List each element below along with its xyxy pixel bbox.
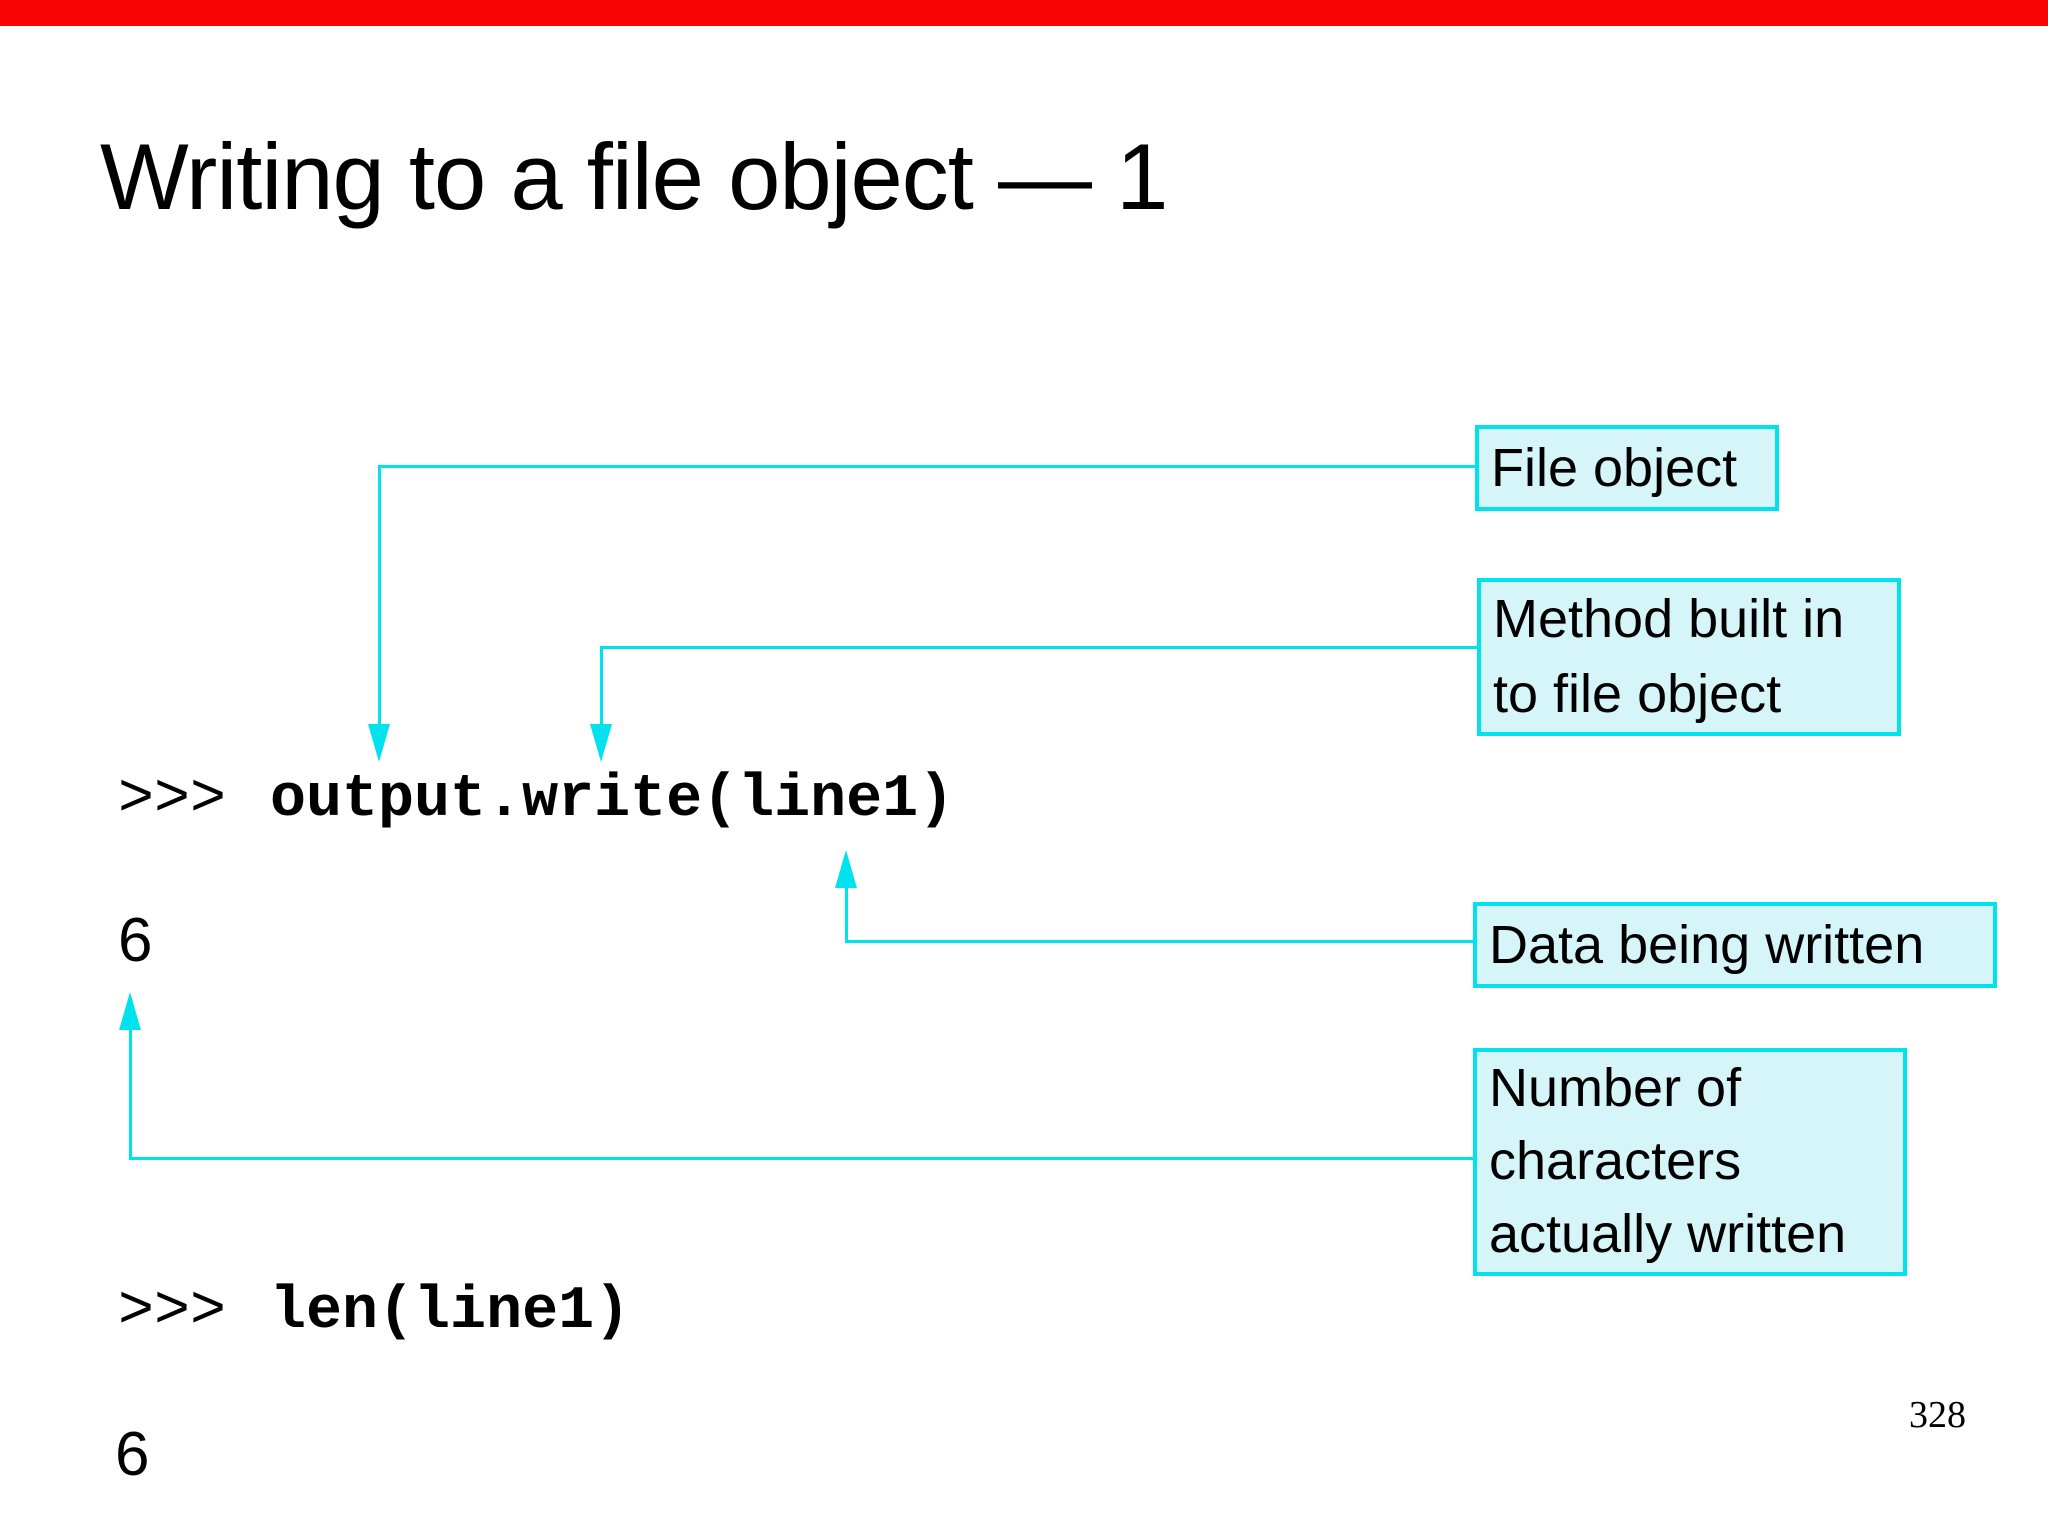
command-output-write: output.write(line1) xyxy=(270,766,955,834)
callout-file-object: File object xyxy=(1475,425,1779,511)
top-red-bar xyxy=(0,0,2048,26)
connector-file-object-horizontal xyxy=(378,465,1475,468)
connector-file-object-vertical xyxy=(378,465,381,724)
code-line-len: >>>len(line1) xyxy=(118,1282,630,1342)
arrow-down-to-write-icon xyxy=(590,724,612,762)
page-title: Writing to a file object — 1 xyxy=(100,124,1168,229)
connector-method-vertical xyxy=(600,646,603,724)
code-line-write: >>>output.write(line1) xyxy=(118,770,954,830)
arrow-down-to-output-icon xyxy=(368,724,390,762)
connector-number-vertical xyxy=(129,1028,132,1160)
callout-number-of-characters: Number of characters actually written xyxy=(1473,1048,1907,1276)
connector-number-horizontal xyxy=(129,1157,1473,1160)
arrow-up-to-result-icon xyxy=(119,992,141,1030)
command-len: len(line1) xyxy=(270,1278,631,1346)
prompt-symbol: >>> xyxy=(118,766,227,834)
callout-method-built-in: Method built in to file object xyxy=(1477,578,1901,736)
page-number: 328 xyxy=(1909,1394,1966,1436)
connector-data-vertical xyxy=(845,886,848,943)
prompt-symbol: >>> xyxy=(118,1278,227,1346)
connector-method-horizontal xyxy=(600,646,1477,649)
len-result-value: 6 xyxy=(115,1420,150,1489)
arrow-up-to-line1-icon xyxy=(835,850,857,888)
write-result-value: 6 xyxy=(118,906,153,975)
connector-data-horizontal xyxy=(845,940,1473,943)
callout-data-being-written: Data being written xyxy=(1473,902,1997,988)
